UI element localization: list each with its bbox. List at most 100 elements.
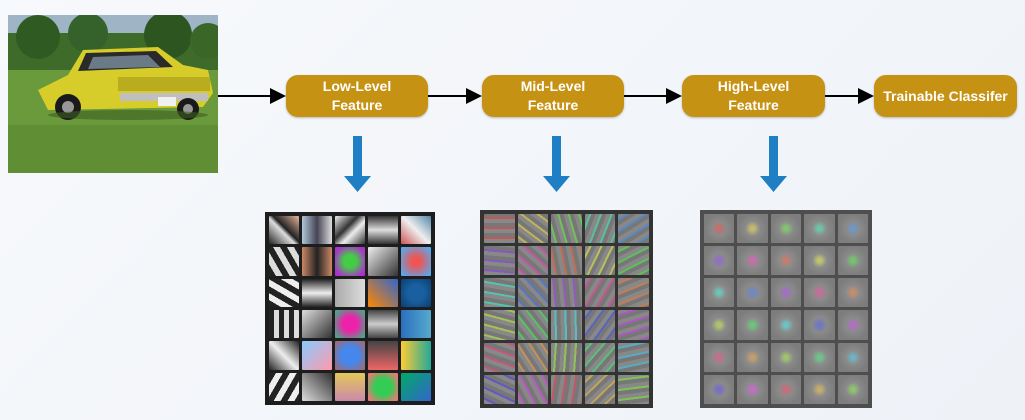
low-filter-tile bbox=[302, 372, 332, 401]
mid-filter-tile bbox=[551, 278, 582, 308]
mid-filter-tile bbox=[551, 310, 582, 340]
high-filter-tile bbox=[704, 246, 735, 276]
low-filter-tile bbox=[335, 247, 365, 276]
low-filter-tile bbox=[335, 341, 365, 370]
low-filter-tile bbox=[368, 278, 398, 307]
low-filter-tile bbox=[401, 216, 431, 245]
high-filter-tile bbox=[704, 342, 735, 372]
stage-trainable-classifier: Trainable Classifer bbox=[874, 75, 1017, 117]
high-filter-tile bbox=[837, 246, 868, 276]
high-filter-tile bbox=[737, 310, 768, 340]
stage-mid-level-feature: Mid-Level Feature bbox=[482, 75, 624, 117]
low-filter-tile bbox=[335, 216, 365, 245]
high-filter-tile bbox=[837, 342, 868, 372]
high-filter-tile bbox=[804, 374, 835, 404]
high-filter-tile bbox=[770, 310, 802, 340]
high-filter-tile bbox=[737, 246, 768, 276]
high-filter-tile bbox=[704, 278, 735, 308]
high-filter-tile bbox=[737, 342, 768, 372]
mid-filter-tile bbox=[517, 246, 549, 276]
high-filter-tile bbox=[737, 374, 768, 404]
mid-filter-tile bbox=[517, 310, 549, 340]
high-filter-tile bbox=[770, 374, 802, 404]
high-filter-tile bbox=[837, 374, 868, 404]
high-filter-tile bbox=[837, 310, 868, 340]
low-filter-tile bbox=[368, 372, 398, 401]
low-filter-tile bbox=[401, 372, 431, 401]
high-filter-tile bbox=[804, 278, 835, 308]
low-filter-tile bbox=[302, 310, 332, 339]
low-filter-tile bbox=[269, 372, 299, 401]
mid-filter-tile bbox=[517, 342, 549, 372]
mid-filter-tile bbox=[584, 278, 616, 308]
high-filter-tile bbox=[804, 342, 835, 372]
mid-filter-tile bbox=[551, 342, 582, 372]
low-level-feature-grid bbox=[265, 212, 435, 405]
down-arrow-low bbox=[344, 136, 371, 192]
low-filter-tile bbox=[269, 278, 299, 307]
mid-filter-tile bbox=[517, 278, 549, 308]
high-filter-tile bbox=[837, 214, 868, 244]
low-filter-tile bbox=[401, 341, 431, 370]
mid-filter-tile bbox=[484, 374, 515, 404]
low-filter-tile bbox=[335, 310, 365, 339]
low-filter-tile bbox=[269, 247, 299, 276]
low-filter-tile bbox=[302, 278, 332, 307]
high-filter-tile bbox=[770, 214, 802, 244]
mid-filter-tile bbox=[551, 214, 582, 244]
down-arrow-high bbox=[760, 136, 787, 192]
stage-high-level-feature: High-Level Feature bbox=[682, 75, 825, 117]
high-filter-tile bbox=[737, 214, 768, 244]
low-filter-tile bbox=[335, 278, 365, 307]
high-filter-tile bbox=[704, 374, 735, 404]
mid-filter-tile bbox=[551, 246, 582, 276]
high-filter-tile bbox=[804, 214, 835, 244]
low-filter-tile bbox=[302, 341, 332, 370]
high-filter-tile bbox=[770, 342, 802, 372]
low-filter-tile bbox=[302, 216, 332, 245]
low-filter-tile bbox=[368, 310, 398, 339]
low-filter-tile bbox=[401, 278, 431, 307]
mid-filter-tile bbox=[484, 278, 515, 308]
low-filter-tile bbox=[401, 310, 431, 339]
low-filter-tile bbox=[302, 247, 332, 276]
mid-filter-tile bbox=[484, 342, 515, 372]
mid-filter-tile bbox=[618, 246, 649, 276]
high-filter-tile bbox=[737, 278, 768, 308]
low-filter-tile bbox=[335, 372, 365, 401]
mid-filter-tile bbox=[618, 342, 649, 372]
stage-label: Low-Level Feature bbox=[322, 78, 392, 113]
high-filter-tile bbox=[804, 310, 835, 340]
stage-label: Trainable Classifer bbox=[883, 87, 1008, 104]
mid-filter-tile bbox=[584, 342, 616, 372]
low-filter-tile bbox=[368, 341, 398, 370]
low-filter-tile bbox=[368, 216, 398, 245]
high-filter-tile bbox=[704, 214, 735, 244]
stage-label: High-Level Feature bbox=[717, 78, 790, 113]
mid-filter-tile bbox=[584, 374, 616, 404]
high-level-feature-grid bbox=[700, 210, 872, 408]
mid-filter-tile bbox=[584, 246, 616, 276]
down-arrow-mid bbox=[543, 136, 570, 192]
high-filter-tile bbox=[804, 246, 835, 276]
low-filter-tile bbox=[401, 247, 431, 276]
mid-filter-tile bbox=[584, 310, 616, 340]
mid-level-feature-grid bbox=[480, 210, 653, 408]
mid-filter-tile bbox=[517, 214, 549, 244]
low-filter-tile bbox=[269, 341, 299, 370]
mid-filter-tile bbox=[618, 278, 649, 308]
stage-low-level-feature: Low-Level Feature bbox=[286, 75, 428, 117]
high-filter-tile bbox=[770, 246, 802, 276]
mid-filter-tile bbox=[584, 214, 616, 244]
mid-filter-tile bbox=[551, 374, 582, 404]
mid-filter-tile bbox=[517, 374, 549, 404]
stage-label: Mid-Level Feature bbox=[520, 78, 586, 113]
low-filter-tile bbox=[368, 247, 398, 276]
low-filter-tile bbox=[269, 310, 299, 339]
mid-filter-tile bbox=[484, 214, 515, 244]
mid-filter-tile bbox=[618, 374, 649, 404]
mid-filter-tile bbox=[618, 214, 649, 244]
mid-filter-tile bbox=[484, 246, 515, 276]
low-filter-tile bbox=[269, 216, 299, 245]
